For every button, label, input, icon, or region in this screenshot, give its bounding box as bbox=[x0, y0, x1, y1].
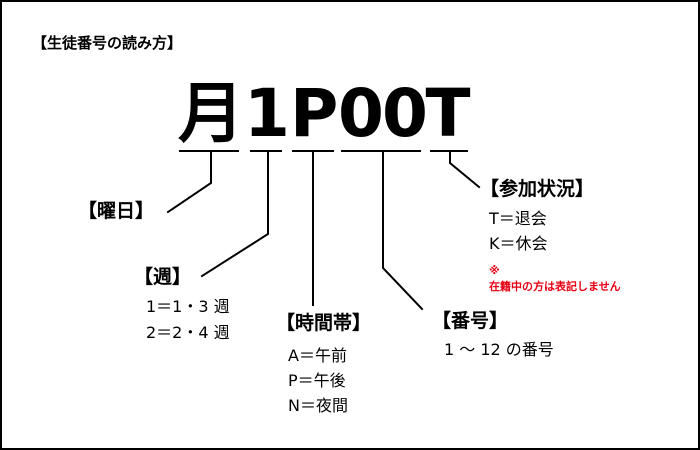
connector-status bbox=[449, 150, 481, 189]
time-heading: 【時間帯】 bbox=[276, 312, 372, 334]
number-heading: 【番号】 bbox=[432, 310, 509, 332]
code-char-number-ones: 0 bbox=[382, 75, 428, 152]
code-char-day: 月 bbox=[178, 75, 244, 152]
connector-week bbox=[200, 150, 269, 278]
code-char-week: 1 bbox=[244, 75, 290, 152]
code-char-time: P bbox=[290, 75, 339, 152]
status-line-1: T＝退会 bbox=[489, 209, 547, 228]
connector-number bbox=[382, 150, 424, 311]
status-note: 在籍中の方は表記しません bbox=[489, 280, 621, 293]
status-heading: 【参加状況】 bbox=[480, 178, 595, 200]
code-char-status: T bbox=[425, 75, 471, 152]
time-line-2: P＝午後 bbox=[288, 371, 346, 390]
status-note-mark: ※ bbox=[489, 264, 500, 277]
diagram-title: 【生徒番号の読み方】 bbox=[32, 34, 183, 52]
day-heading: 【曜日】 bbox=[78, 200, 155, 222]
time-line-1: A＝午前 bbox=[288, 346, 347, 365]
status-line-2: K＝休会 bbox=[489, 234, 548, 253]
time-line-3: N＝夜間 bbox=[288, 396, 348, 415]
code-char-number-tens: 0 bbox=[338, 75, 384, 152]
connector-day bbox=[166, 150, 212, 214]
number-line-1: 1 ～ 12 の番号 bbox=[444, 340, 554, 359]
week-line-1: 1＝1・3 週 bbox=[146, 297, 230, 316]
week-line-2: 2＝2・4 週 bbox=[146, 323, 230, 342]
week-heading: 【週】 bbox=[134, 266, 192, 288]
